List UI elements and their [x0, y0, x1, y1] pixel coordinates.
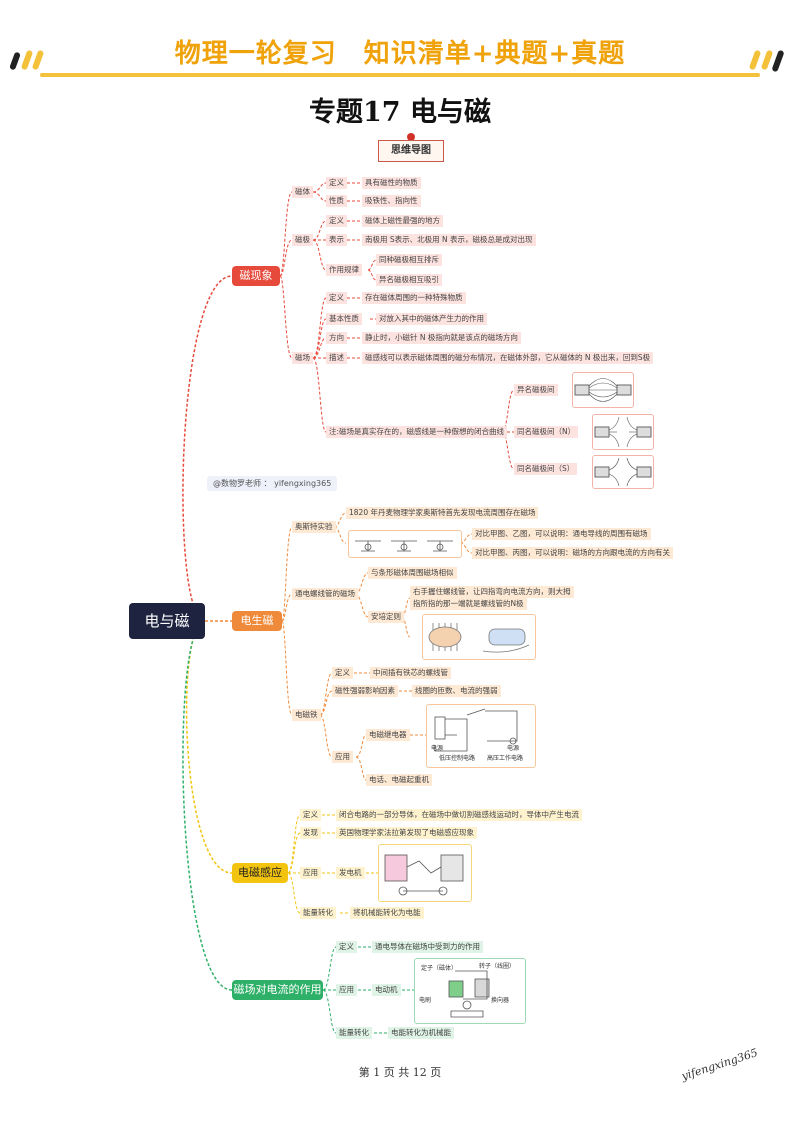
node-pole: 磁极 — [292, 234, 313, 246]
node-force-app: 电动机 — [372, 984, 401, 996]
node-field-note: 注:磁场是真实存在的，磁感线是一种假想的闭合曲线 — [326, 426, 508, 438]
node-induction-disc-key: 发现 — [300, 827, 321, 839]
node-pole-rule-1: 同种磁极相互排斥 — [376, 254, 442, 266]
node-solenoid-s1: 与条形磁体周围磁场相似 — [368, 567, 457, 579]
node-induction-def-key: 定义 — [300, 809, 321, 821]
pin-icon — [407, 133, 415, 141]
opposite-poles-field-image — [572, 372, 634, 408]
node-ampere-rule-text-2: 指所指的那一端就是螺线管的N极 — [410, 598, 527, 610]
node-magnet: 磁体 — [292, 186, 313, 198]
node-pole-rule-key: 作用规律 — [326, 264, 362, 276]
node-magnet-prop: 吸铁性、指向性 — [362, 195, 421, 207]
relay-label-a: 低压控制电路 — [439, 755, 476, 762]
generator-image — [378, 844, 472, 902]
corner-decoration-right — [749, 50, 784, 72]
node-field-prop-key: 基本性质 — [326, 313, 362, 325]
relay-label-d: 电源 — [507, 745, 520, 752]
node-em-other: 电话、电磁起重机 — [366, 774, 432, 786]
relay-label-c: 电源 — [431, 745, 444, 752]
node-oersted-c2: 对比甲图、丙图，可以说明：磁场的方向跟电流的方向有关 — [472, 547, 673, 559]
node-field-desc-key: 描述 — [326, 352, 347, 364]
header-title: 物理一轮复习 知识清单+典题+真题 — [174, 39, 626, 69]
node-induction-def: 闭合电路的一部分导体，在磁场中做切割磁感线运动时，导体中产生电流 — [336, 809, 582, 821]
node-induction-disc: 英国物理学家法拉第发现了电磁感应现象 — [336, 827, 477, 839]
node-em-app: 应用 — [332, 751, 353, 763]
node-field-def: 存在磁体周围的一种特殊物质 — [362, 292, 466, 304]
right-hand-rule-image — [422, 614, 536, 660]
node-oersted-c1: 对比甲图、乙图，可以说明：通电导线的周围有磁场 — [472, 528, 651, 540]
branch-force-on-current: 磁场对电流的作用 — [232, 980, 323, 1000]
node-electromagnet: 电磁铁 — [292, 709, 321, 721]
node-induction-app: 发电机 — [336, 867, 365, 879]
node-ampere-rule-text-1: 右手握住螺线管，让四指弯向电流方向，则大拇 — [410, 586, 574, 598]
branch-electromagnetism: 电生磁 — [232, 611, 282, 631]
node-em-relay: 电磁继电器 — [366, 729, 410, 741]
motor-label-stator: 定子（磁体） — [421, 965, 458, 972]
node-magnet-def-key: 定义 — [326, 177, 347, 189]
header-rule — [40, 73, 760, 77]
node-pole-rep-key: 表示 — [326, 234, 347, 246]
mindmap-badge: 思维导图 — [378, 140, 444, 162]
oersted-experiment-image — [348, 530, 462, 558]
node-magnet-prop-key: 性质 — [326, 195, 347, 207]
node-force-energy-key: 能量转化 — [336, 1027, 372, 1039]
node-solenoid: 通电螺线管的磁场 — [292, 588, 358, 600]
node-em-factor: 线圈的匝数、电流的强弱 — [412, 685, 501, 697]
node-field-prop: 对放入其中的磁体产生力的作用 — [376, 313, 487, 325]
root-node: 电与磁 — [129, 603, 205, 639]
topic-title: 专题17 电与磁 — [309, 97, 491, 128]
motor-diagram-image: 定子（磁体） 转子（线圈） 电刷 换向器 — [414, 958, 526, 1024]
relay-label-b: 高压工作电路 — [487, 755, 524, 762]
node-pole-def-key: 定义 — [326, 215, 347, 227]
node-magnet-def: 具有磁性的物质 — [362, 177, 421, 189]
node-pole-def: 磁体上磁性最强的地方 — [362, 215, 443, 227]
node-ampere-rule: 安培定则 — [368, 611, 404, 623]
node-field-def-key: 定义 — [326, 292, 347, 304]
node-field-img2-label: 同名磁极间（N） — [514, 426, 579, 438]
node-force-energy: 电能转化为机械能 — [388, 1027, 454, 1039]
node-force-def: 通电导体在磁场中受到力的作用 — [372, 941, 483, 953]
corner-decoration-left — [10, 50, 44, 70]
node-pole-rep: 南极用 S表示、北极用 N 表示，磁极总是成对出现 — [362, 234, 536, 246]
like-poles-s-field-image — [592, 455, 654, 489]
node-field-img1-label: 异名磁极间 — [514, 384, 558, 396]
node-induction-energy: 将机械能转化为电能 — [350, 907, 424, 919]
like-poles-n-field-image — [592, 414, 654, 450]
relay-circuit-image: 低压控制电路 高压工作电路 电源 电源 — [426, 704, 536, 768]
motor-label-rotor: 转子（线圈） — [479, 963, 516, 970]
motor-label-brush: 电刷 — [419, 997, 432, 1004]
node-field: 磁场 — [292, 352, 313, 364]
node-force-def-key: 定义 — [336, 941, 357, 953]
branch-induction: 电磁感应 — [232, 863, 288, 883]
node-field-dir-key: 方向 — [326, 332, 347, 344]
page-footer: 第 1 页 共 12 页 — [358, 1066, 442, 1079]
node-field-dir: 静止时，小磁针 N 极指向就是该点的磁场方向 — [362, 332, 521, 344]
branch-magnetic-phenomena: 磁现象 — [232, 266, 280, 286]
node-induction-energy-key: 能量转化 — [300, 907, 336, 919]
node-pole-rule-2: 异名磁极相互吸引 — [376, 274, 442, 286]
node-field-desc: 磁感线可以表示磁体周围的磁分布情况，在磁体外部，它从磁体的 N 极出来，回到S极 — [362, 352, 654, 364]
node-force-app-key: 应用 — [336, 984, 357, 996]
node-induction-app-key: 应用 — [300, 867, 321, 879]
author-watermark: @数物罗老师 ： yifengxing365 — [207, 476, 338, 491]
node-em-def-key: 定义 — [332, 667, 353, 679]
motor-label-commutator: 换向器 — [491, 997, 510, 1004]
node-em-factor-key: 磁性强弱影响因素 — [332, 685, 398, 697]
node-oersted: 奥斯特实验 — [292, 521, 336, 533]
node-em-def: 中间插有铁芯的螺线管 — [370, 667, 451, 679]
node-field-img3-label: 同名磁极间（S） — [514, 463, 578, 475]
node-oersted-fact: 1820 年丹麦物理学家奥斯特首先发现电流周围存在磁场 — [346, 507, 539, 519]
